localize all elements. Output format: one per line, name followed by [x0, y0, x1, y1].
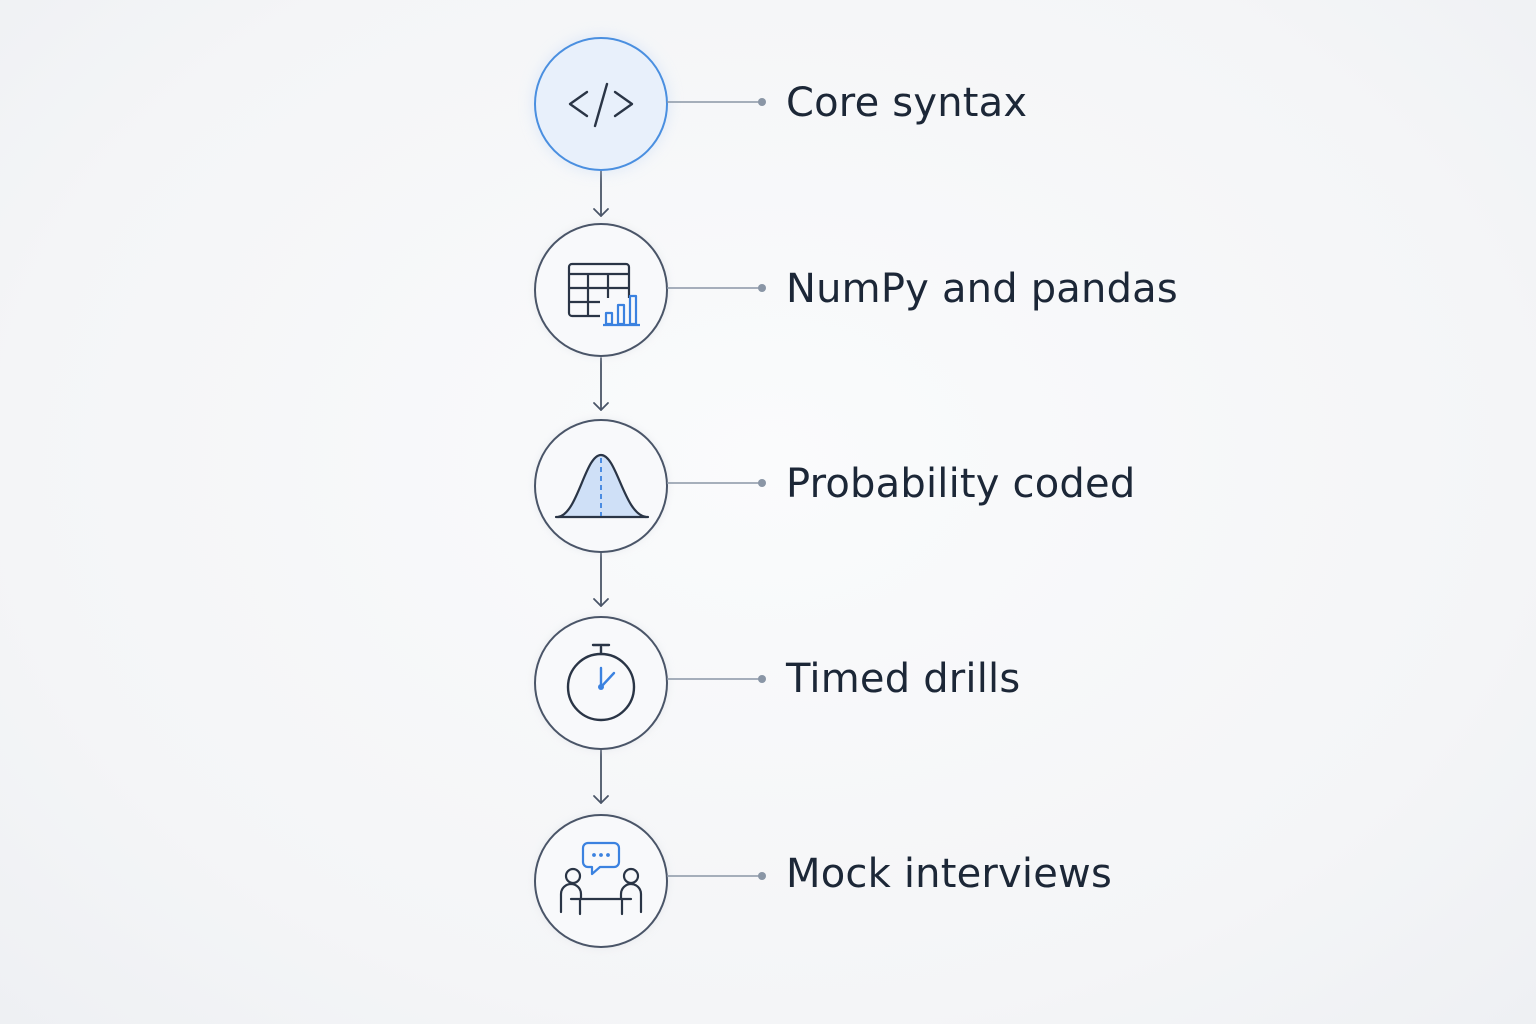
- bell-curve-icon: [554, 453, 650, 519]
- flow-arrows: [593, 169, 609, 804]
- step-label-4: Timed drills: [786, 656, 1021, 702]
- step-label-1: Core syntax: [786, 80, 1028, 126]
- speech-bubble-icon: [581, 841, 621, 876]
- step-label-2: NumPy and pandas: [786, 266, 1178, 312]
- arrow-1: [593, 169, 609, 217]
- step-label-3: Probability coded: [786, 461, 1136, 507]
- step-node-3: [534, 419, 766, 553]
- connector-5: [667, 872, 766, 880]
- connector-2: [667, 284, 766, 292]
- arrow-4: [593, 749, 609, 804]
- connector-3: [667, 479, 766, 487]
- connector-4: [667, 675, 766, 683]
- arrow-3: [593, 552, 609, 607]
- step-label-5: Mock interviews: [786, 851, 1113, 897]
- connector-1: [667, 98, 766, 106]
- step-node-2: [534, 223, 766, 357]
- step-node-5: [534, 814, 766, 948]
- step-node-4: [534, 616, 766, 750]
- code-icon: [568, 82, 634, 128]
- arrow-2: [593, 357, 609, 411]
- stopwatch-icon: [566, 643, 636, 722]
- table-chart-icon: [567, 262, 642, 328]
- step-node-1: [533, 36, 766, 172]
- interview-icon: [559, 841, 643, 916]
